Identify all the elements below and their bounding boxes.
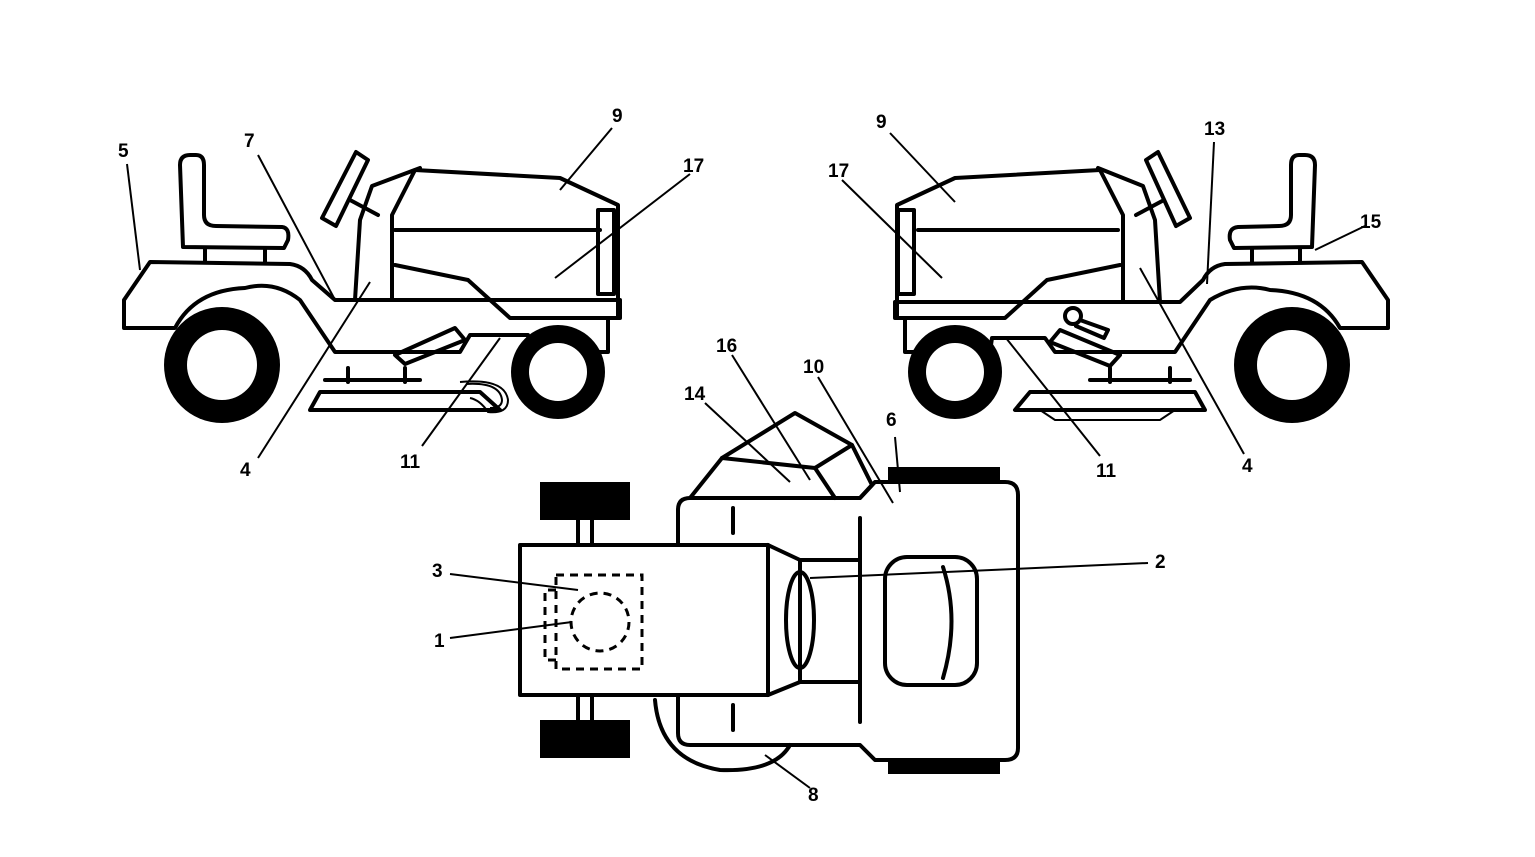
steering-wheel-right [1144, 150, 1192, 228]
callout-13: 13 [1204, 119, 1225, 140]
rear-fender [122, 260, 622, 354]
callout-4-left: 4 [240, 460, 251, 481]
callout-9-left: 9 [612, 106, 623, 127]
mower-deck-right [1013, 390, 1207, 412]
left-side-view [122, 150, 622, 423]
callout-4-right: 4 [1242, 456, 1253, 477]
chute-top [688, 411, 874, 500]
callout-3: 3 [432, 561, 443, 582]
callout-10: 10 [803, 357, 824, 378]
callout-15: 15 [1360, 212, 1382, 233]
rear-fender-right [893, 260, 1390, 354]
callout-16: 16 [716, 336, 737, 357]
front-tire-top [540, 482, 630, 520]
rear-tire-bottom [888, 760, 1000, 774]
callout-17-right: 17 [828, 161, 849, 182]
mower-deck [308, 390, 502, 412]
rear-tire-top [888, 467, 1000, 481]
callout-11-right: 11 [1096, 461, 1117, 482]
callout-1: 1 [434, 631, 445, 652]
seat [178, 153, 291, 250]
callout-17-left: 17 [683, 156, 704, 177]
right-side-view [893, 150, 1390, 423]
discharge-chute [459, 380, 510, 414]
leader-lines [126, 127, 1366, 789]
callout-9-right: 9 [876, 112, 887, 133]
steering-wheel [320, 150, 370, 228]
steering-wheel-top [784, 570, 816, 670]
seat-right [1227, 153, 1317, 250]
callout-labels: 5 7 9 17 4 11 9 17 13 15 4 11 16 10 14 6… [118, 106, 1382, 806]
callout-8: 8 [808, 785, 819, 806]
top-view [518, 411, 1020, 774]
hood-right [895, 168, 1125, 320]
callout-2: 2 [1155, 552, 1166, 573]
hood [390, 168, 620, 320]
seat-top [883, 555, 979, 687]
hood-top [518, 543, 770, 697]
tractor-body-top [676, 480, 1020, 762]
callout-11-left: 11 [400, 452, 421, 473]
callout-5: 5 [118, 141, 129, 162]
callout-7: 7 [244, 131, 255, 152]
callout-6: 6 [886, 410, 897, 431]
front-tire-bottom [540, 720, 630, 758]
callout-14: 14 [684, 384, 706, 405]
